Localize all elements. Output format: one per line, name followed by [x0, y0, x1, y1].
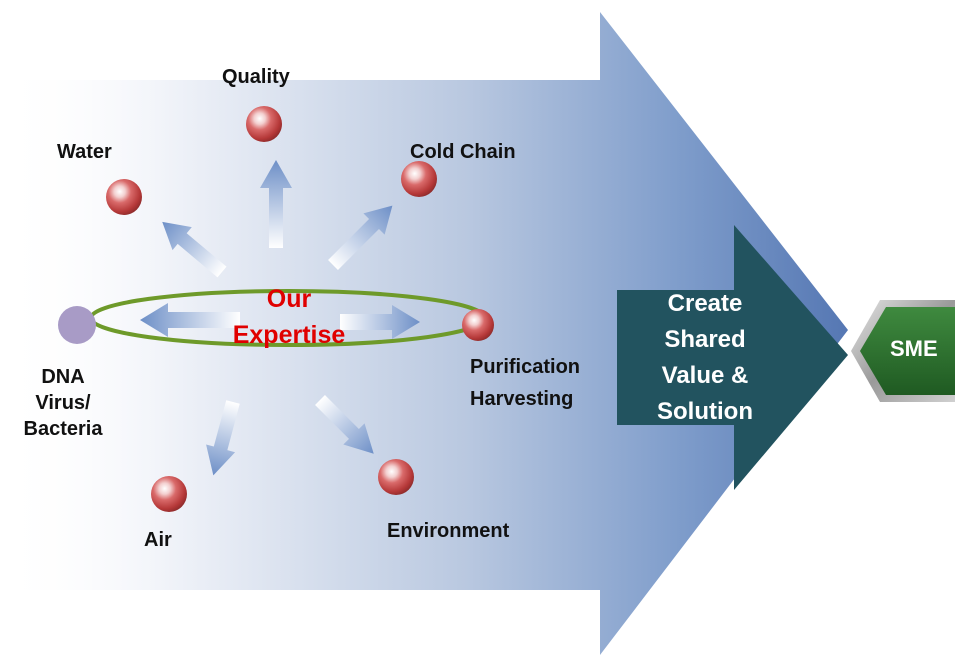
solution-line2: Shared — [664, 326, 746, 353]
spoke-arrow-left — [140, 303, 240, 337]
dna-line3: Bacteria — [23, 418, 103, 440]
spoke-arrow-lower-right — [315, 395, 374, 454]
node-label-air: Air — [144, 529, 172, 551]
ball-node-icon — [151, 476, 187, 512]
node-label-quality: Quality — [222, 66, 290, 88]
ball-node-icon — [246, 106, 282, 142]
dna-line1: DNA — [41, 366, 85, 388]
spoke-arrow-upper-left — [162, 221, 227, 278]
node-label-environment: Environment — [387, 520, 510, 542]
node-label-cold-chain: Cold Chain — [410, 141, 516, 163]
center-label: Our Expertise — [214, 283, 364, 352]
spoke-arrow-lower-left — [206, 400, 240, 476]
solution-arrow — [617, 225, 848, 490]
sme-label: SME — [890, 336, 938, 361]
ball-node-icon — [401, 161, 437, 197]
sme-hexagon — [851, 300, 955, 402]
purification-line1: Purification — [470, 356, 581, 378]
dna-line2: Virus/ — [35, 392, 91, 414]
ball-node-icon — [106, 179, 142, 215]
big-flow-arrow — [0, 12, 848, 655]
center-line1: Our — [266, 285, 312, 313]
ball-node-icon — [462, 309, 494, 341]
node-label-dna: DNA Virus/ Bacteria — [15, 364, 111, 442]
node-label-purification: Purification Harvesting — [470, 354, 580, 412]
solution-line3: Value & — [661, 362, 749, 389]
spoke-arrow-right — [340, 305, 420, 339]
center-line2: Expertise — [232, 321, 346, 349]
node-label-water: Water — [57, 141, 112, 163]
solution-label: Create Shared Value & Solution — [630, 286, 780, 430]
spoke-arrow-upper-right — [328, 205, 393, 270]
purification-line2: Harvesting — [470, 388, 574, 410]
solution-line4: Solution — [657, 398, 753, 425]
ball-node-icon — [378, 459, 414, 495]
dna-dot-icon — [58, 306, 96, 344]
solution-line1: Create — [667, 290, 743, 317]
spoke-arrow-up — [260, 160, 292, 248]
